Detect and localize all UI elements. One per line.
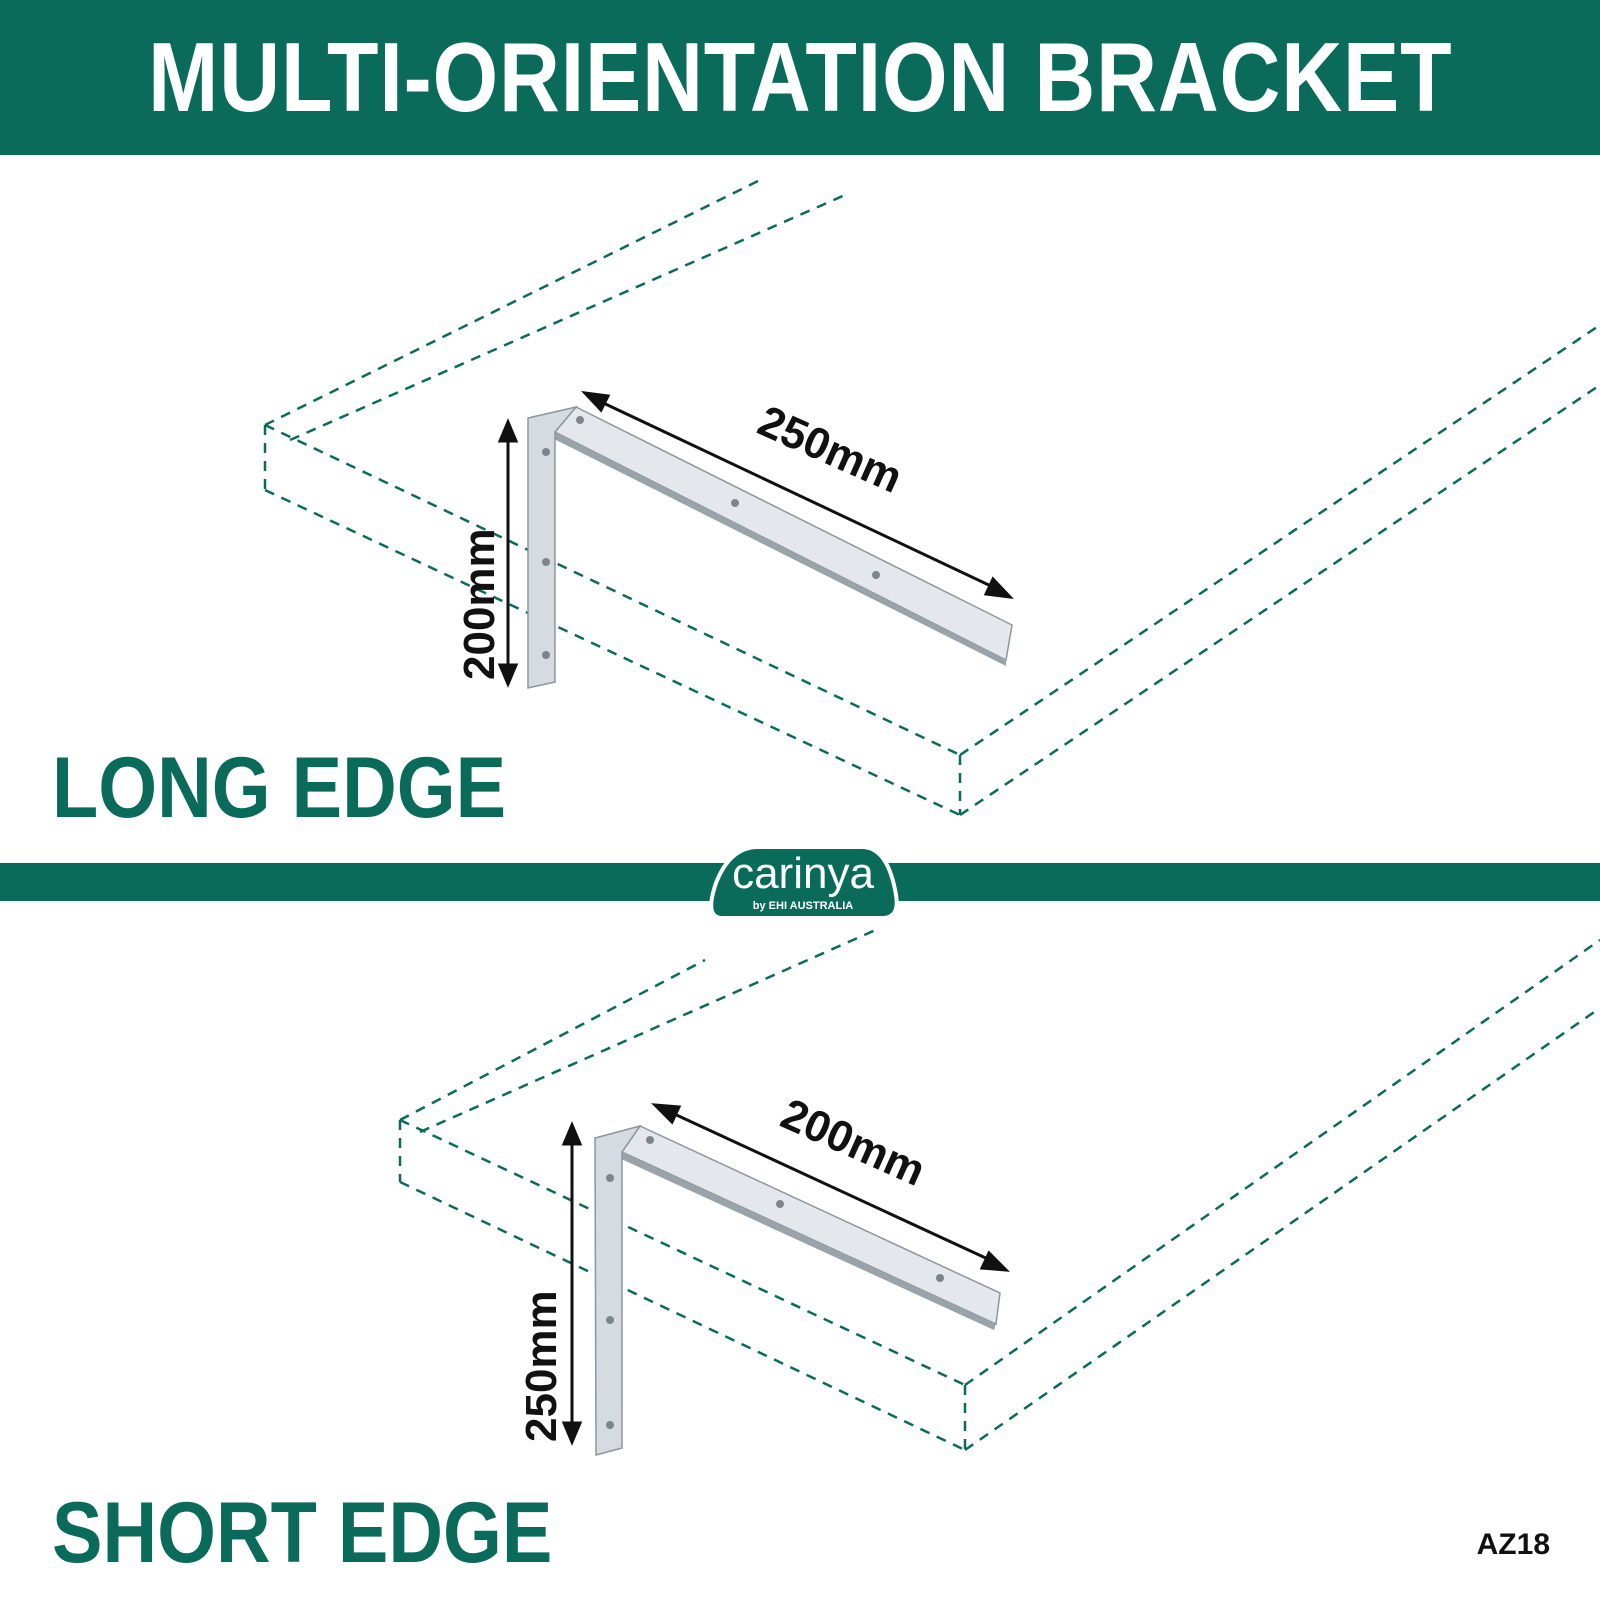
short-bracket-hole (936, 1274, 944, 1282)
long-bracket-hole (542, 448, 550, 456)
short-horizontal-arrow-line (669, 1110, 991, 1262)
short-shelf-back-edge-1 (399, 958, 706, 1122)
short-bracket-hole (646, 1136, 654, 1144)
short-bracket-hole (606, 1174, 614, 1182)
short-edge-illustration: 200mm 250mm (398, 926, 1600, 1456)
carinya-logo (709, 845, 899, 920)
long-bracket-hole (731, 499, 739, 507)
long-vertical-dimension: 200mm (455, 528, 504, 680)
short-bracket-vertical-arm (594, 1124, 642, 1456)
long-shelf-back-edge-1 (264, 178, 761, 427)
page-title: MULTI-ORIENTATION BRACKET (147, 22, 1453, 132)
long-edge-label: LONG EDGE (52, 740, 507, 836)
short-shelf-top-front (399, 1118, 966, 1387)
long-bracket-hole (542, 558, 550, 566)
long-shelf-back-edge-2 (289, 193, 846, 442)
long-bracket-vertical-arm (527, 405, 579, 689)
long-shelf-right-top (959, 323, 1600, 757)
long-horizontal-arrow-head-left (581, 390, 611, 413)
long-bracket (527, 405, 1013, 689)
short-bracket-hole (776, 1200, 784, 1208)
logo-badge-shape (709, 845, 899, 920)
long-bracket-hole (872, 571, 880, 579)
long-shelf-bottom-front (264, 488, 961, 817)
long-dimension-arrows (497, 390, 1014, 688)
long-edge-illustration: 250mm 200mm (263, 178, 1600, 817)
logo-wordmark: carinya (732, 849, 874, 898)
long-shelf-right-bottom (959, 383, 1600, 817)
short-horizontal-dimension: 200mm (774, 1089, 932, 1195)
long-horizontal-arrow-head-right (983, 576, 1014, 600)
long-bracket-hole (542, 651, 550, 659)
short-vertical-arrow-head-top (561, 1121, 583, 1146)
product-code: AZ18 (1476, 1528, 1550, 1561)
short-bracket-horizontal-arm (620, 1125, 1001, 1326)
long-bracket-hole (576, 416, 584, 424)
short-shelf-right-top (964, 938, 1600, 1387)
long-shelf-top-front (264, 423, 961, 757)
short-horizontal-arrow-head-left (651, 1103, 682, 1125)
long-vertical-arrow-head-bottom (497, 663, 519, 688)
logo-tagline: by EHI AUSTRALIA (752, 900, 854, 912)
short-horizontal-arrow-head-right (979, 1250, 1010, 1272)
short-vertical-dimension: 250mm (517, 1290, 566, 1442)
short-shelf-right-bottom (964, 1006, 1600, 1452)
long-horizontal-dimension: 250mm (751, 396, 909, 502)
short-edge-label: SHORT EDGE (52, 1485, 553, 1581)
short-bracket-hole (606, 1316, 614, 1324)
short-bracket (594, 1124, 1001, 1456)
short-shelf-outline (398, 926, 1600, 1452)
short-bracket-horizontal-edge (619, 1152, 996, 1330)
long-bracket-horizontal-edge (552, 432, 1006, 666)
long-shelf-outline (263, 178, 1600, 817)
short-bracket-hole (606, 1421, 614, 1429)
long-horizontal-arrow-line (596, 398, 994, 589)
short-shelf-bottom-front (399, 1180, 966, 1452)
short-shelf-back-edge-2 (419, 926, 881, 1134)
short-dimension-arrows (561, 1103, 1010, 1446)
short-vertical-arrow-head-bottom (561, 1421, 583, 1446)
long-vertical-arrow-head-top (497, 418, 519, 443)
title-banner: MULTI-ORIENTATION BRACKET (0, 0, 1600, 155)
